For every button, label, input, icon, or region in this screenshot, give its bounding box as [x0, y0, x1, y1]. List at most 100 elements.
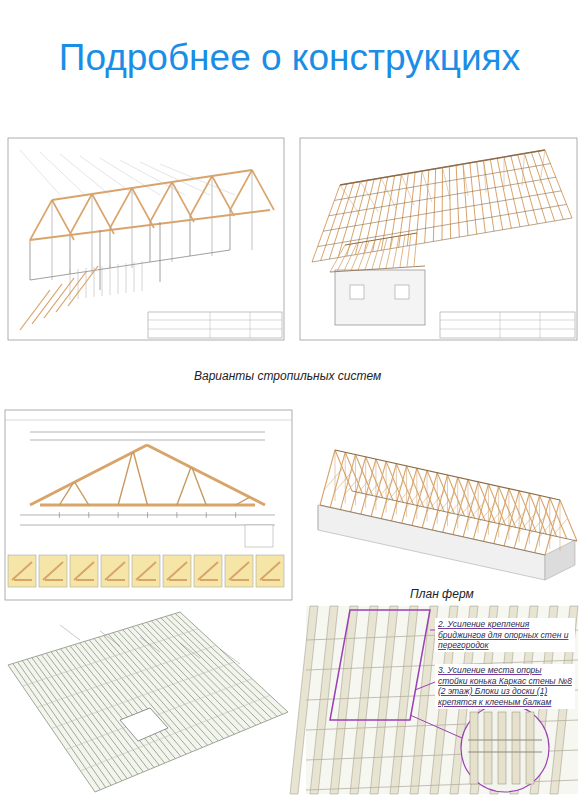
stroke	[100, 230, 101, 290]
stroke	[337, 244, 351, 272]
stroke	[529, 493, 546, 534]
stroke	[92, 194, 93, 274]
section-view	[245, 525, 273, 547]
stroke	[470, 163, 477, 234]
stroke	[60, 625, 80, 640]
stroke	[120, 160, 185, 195]
stroke	[147, 445, 265, 505]
stroke	[358, 241, 369, 270]
stroke	[318, 505, 319, 530]
node-detail	[163, 555, 191, 587]
stroke	[100, 631, 120, 646]
stroke	[467, 480, 468, 531]
stroke	[59, 483, 73, 505]
stroke	[70, 270, 71, 300]
stroke	[37, 645, 216, 707]
stroke	[306, 780, 578, 790]
stroke	[468, 740, 542, 741]
stroke	[320, 505, 545, 555]
stroke	[252, 170, 274, 210]
stroke	[478, 482, 479, 533]
node-detail	[101, 555, 129, 587]
stroke	[70, 194, 92, 234]
stroke	[30, 432, 265, 433]
stroke	[107, 579, 125, 581]
stroke	[488, 484, 489, 535]
stroke	[437, 473, 454, 514]
stroke	[190, 216, 191, 256]
stroke	[68, 266, 98, 306]
stroke	[519, 491, 520, 542]
stroke	[422, 171, 432, 202]
joist-closeup	[526, 712, 534, 784]
stroke	[355, 455, 356, 506]
stroke	[190, 176, 212, 216]
note: 2. Усиление крепления бриджингов для опо…	[435, 618, 575, 652]
stroke	[550, 498, 567, 539]
stroke	[229, 562, 249, 580]
stroke	[352, 491, 577, 541]
stroke	[529, 493, 530, 544]
stroke	[32, 284, 62, 324]
stroke	[379, 238, 387, 269]
note: 3. Усиление места опоры стойки конька Ка…	[435, 664, 575, 709]
caption: План ферм	[408, 587, 476, 601]
stroke	[177, 467, 191, 505]
stroke	[355, 179, 374, 255]
stroke	[150, 182, 172, 222]
stroke	[110, 188, 132, 228]
stroke	[231, 579, 249, 581]
stroke	[468, 480, 485, 521]
stroke	[23, 629, 199, 687]
stroke	[262, 579, 280, 581]
node-detail	[39, 555, 67, 587]
stroke	[329, 177, 556, 216]
stroke	[386, 461, 387, 512]
stroke	[449, 166, 450, 238]
joist-closeup	[512, 712, 520, 784]
stroke	[498, 486, 499, 537]
stroke	[478, 482, 495, 523]
stroke	[335, 450, 560, 500]
caption: Варианты стропильных систем	[192, 369, 383, 383]
stroke	[126, 263, 127, 293]
stroke	[448, 475, 465, 516]
stroke	[427, 470, 444, 511]
stroke	[80, 156, 135, 195]
stroke	[160, 222, 161, 282]
stroke	[416, 468, 417, 519]
stroke	[511, 156, 529, 226]
stroke	[136, 562, 156, 580]
stroke	[458, 477, 475, 518]
stroke	[323, 191, 561, 231]
stroke	[364, 178, 381, 253]
stroke	[468, 752, 542, 753]
stroke	[14, 579, 32, 581]
stroke	[437, 473, 438, 524]
stroke	[66, 679, 252, 750]
stroke	[102, 266, 103, 296]
stroke	[355, 455, 372, 496]
stroke	[447, 475, 448, 526]
stroke	[361, 182, 379, 212]
stroke	[118, 453, 132, 505]
stroke	[508, 489, 509, 540]
stroke	[118, 264, 119, 294]
stroke	[427, 470, 428, 521]
stroke	[560, 500, 577, 541]
stroke	[134, 262, 135, 292]
stroke	[345, 452, 362, 493]
stroke	[30, 210, 270, 240]
stroke	[20, 150, 60, 195]
stroke	[545, 500, 560, 555]
joist-detail	[290, 606, 578, 794]
stroke	[407, 234, 411, 267]
stroke	[386, 461, 403, 502]
stroke	[75, 482, 89, 505]
stroke	[60, 154, 110, 195]
stroke	[417, 468, 434, 509]
stroke	[345, 452, 346, 503]
stroke	[110, 228, 111, 268]
stroke	[344, 243, 357, 271]
